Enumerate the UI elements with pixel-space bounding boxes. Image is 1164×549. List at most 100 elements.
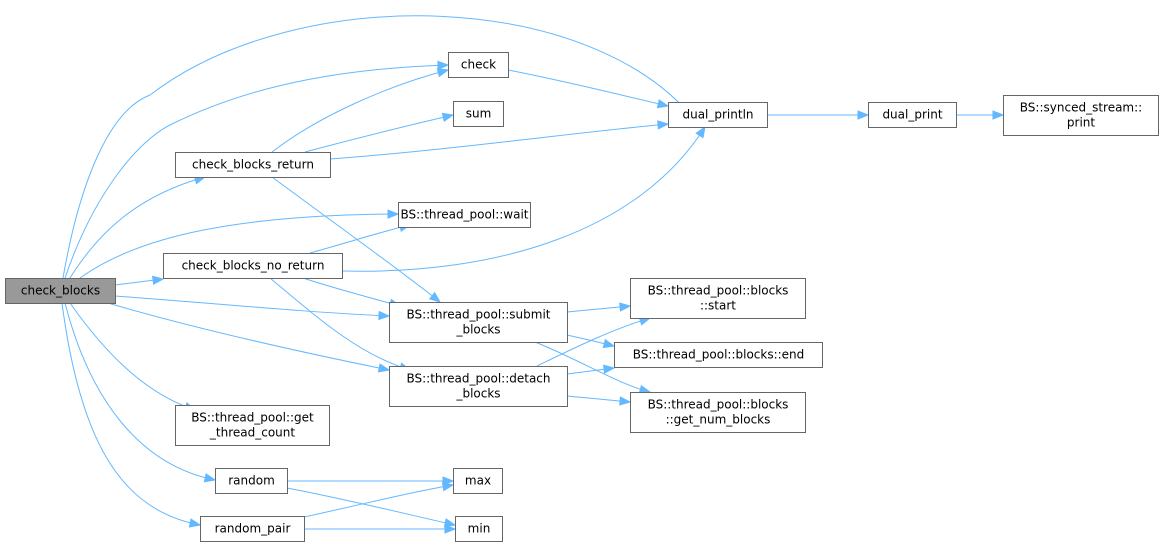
node-blocks-end[interactable]: BS::thread_pool::blocks::end bbox=[614, 342, 823, 368]
edge-check_blocks-to-random bbox=[64, 302, 217, 483]
node-sum[interactable]: sum bbox=[453, 101, 504, 127]
node-label: check_blocks bbox=[21, 284, 100, 298]
arrowhead-icon bbox=[441, 482, 455, 492]
node-box bbox=[630, 392, 806, 433]
node-label: random_pair bbox=[215, 522, 291, 536]
edge-random-to-min bbox=[286, 487, 457, 528]
arrowhead-icon bbox=[695, 125, 706, 139]
edge-line bbox=[64, 64, 449, 279]
edge-line bbox=[303, 484, 454, 518]
node-label: _blocks bbox=[455, 323, 500, 337]
arrowhead-icon bbox=[619, 302, 632, 312]
edge-line bbox=[286, 487, 456, 526]
node-check-blocks-return[interactable]: check_blocks_return bbox=[175, 152, 331, 178]
node-dual-print[interactable]: dual_print bbox=[868, 102, 957, 128]
arrowhead-icon bbox=[378, 310, 391, 321]
edge-check_blocks-to-submit_blocks bbox=[114, 295, 391, 321]
edge-dual_println-to-dual_print bbox=[767, 110, 870, 120]
edge-random_pair-to-min bbox=[304, 524, 457, 534]
node-label: random bbox=[228, 474, 275, 488]
node-label: _blocks bbox=[455, 387, 500, 401]
node-get-num-blocks[interactable]: BS::thread_pool::blocks::get_num_blocks bbox=[630, 392, 806, 433]
node-check[interactable]: check bbox=[448, 52, 509, 78]
node-box bbox=[455, 516, 503, 542]
node-box bbox=[215, 468, 288, 494]
edge-submit_blocks-to-blocks_start bbox=[566, 302, 632, 313]
edge-line bbox=[271, 176, 441, 303]
node-dual-println[interactable]: dual_println bbox=[668, 102, 768, 128]
node-random[interactable]: random bbox=[215, 468, 288, 494]
node-label: dual_print bbox=[882, 108, 942, 122]
edge-line bbox=[304, 114, 454, 153]
arrowhead-icon bbox=[602, 338, 616, 349]
edge-line bbox=[61, 302, 201, 526]
node-label: BS::thread_pool::detach bbox=[406, 372, 550, 386]
arrowhead-icon bbox=[619, 396, 632, 406]
node-check-blocks[interactable]: check_blocks bbox=[5, 278, 116, 304]
edge-detach_blocks-to-blocks_end bbox=[566, 364, 616, 375]
node-blocks-start[interactable]: BS::thread_pool::blocks::start bbox=[630, 278, 806, 319]
arrowhead-icon bbox=[603, 364, 616, 374]
node-label: check bbox=[461, 58, 496, 72]
node-check-blocks-no-return[interactable]: check_blocks_no_return bbox=[163, 253, 343, 279]
edge-check_blocks-to-dual_println bbox=[62, 15, 701, 279]
edge-line bbox=[536, 317, 651, 367]
arrowhead-icon bbox=[203, 473, 217, 483]
arrowhead-icon bbox=[437, 60, 450, 71]
node-box bbox=[5, 278, 116, 304]
node-box bbox=[668, 102, 768, 128]
node-label: BS::thread_pool::blocks bbox=[648, 284, 789, 298]
node-min[interactable]: min bbox=[455, 516, 503, 542]
node-label: BS::thread_pool::wait bbox=[401, 208, 529, 222]
edge-line bbox=[107, 302, 390, 371]
edge-line bbox=[271, 69, 449, 153]
arrowhead-icon bbox=[428, 291, 442, 303]
edge-check_blocks_no_return-to-submit_blocks bbox=[302, 277, 402, 308]
node-label: max bbox=[465, 474, 491, 488]
node-label: BS::thread_pool::blocks::end bbox=[633, 348, 805, 362]
node-box bbox=[398, 202, 531, 228]
node-box bbox=[389, 302, 568, 343]
node-box bbox=[614, 342, 823, 368]
edge-random-to-max bbox=[287, 476, 455, 486]
edge-check_blocks-to-detach_blocks bbox=[107, 302, 391, 373]
node-submit-blocks[interactable]: BS::thread_pool::submit_blocks bbox=[389, 302, 568, 343]
node-label: BS::thread_pool::get bbox=[191, 411, 314, 425]
node-box bbox=[163, 253, 343, 279]
node-box bbox=[175, 152, 331, 178]
arrowhead-icon bbox=[443, 518, 457, 528]
edge-line bbox=[64, 302, 216, 481]
edge-check_blocks_no_return-to-dual_println bbox=[341, 125, 706, 272]
edge-line bbox=[329, 123, 669, 160]
node-synced-print[interactable]: BS::synced_stream::print bbox=[1003, 95, 1159, 136]
arrowhead-icon bbox=[152, 275, 165, 285]
node-label: BS::thread_pool::blocks bbox=[648, 398, 789, 412]
node-random-pair[interactable]: random_pair bbox=[200, 516, 305, 542]
edge-line bbox=[69, 176, 206, 279]
arrowhead-icon bbox=[436, 68, 450, 78]
arrowhead-icon bbox=[657, 120, 670, 130]
node-detach-blocks[interactable]: BS::thread_pool::detach_blocks bbox=[389, 366, 568, 407]
node-box bbox=[200, 516, 305, 542]
arrowhead-icon bbox=[188, 518, 202, 528]
edge-check_blocks_return-to-sum bbox=[304, 112, 455, 153]
edge-line bbox=[507, 69, 669, 107]
edge-detach_blocks-to-get_num_blocks bbox=[566, 395, 632, 406]
edge-submit_blocks-to-blocks_end bbox=[566, 334, 616, 349]
node-wait[interactable]: BS::thread_pool::wait bbox=[398, 202, 531, 228]
edge-check_blocks-to-check bbox=[64, 60, 450, 279]
node-label: BS::thread_pool::submit bbox=[407, 308, 551, 322]
arrowhead-icon bbox=[441, 112, 455, 123]
edge-check_blocks-to-wait bbox=[79, 209, 400, 279]
node-get-thread-count[interactable]: BS::thread_pool::get_thread_count bbox=[175, 405, 330, 446]
edge-line bbox=[79, 213, 399, 279]
node-label: BS::synced_stream:: bbox=[1020, 101, 1142, 115]
node-box bbox=[453, 101, 504, 127]
edge-line bbox=[302, 277, 401, 307]
edge-check_blocks_return-to-dual_println bbox=[329, 120, 670, 160]
edge-check_blocks_no_return-to-wait bbox=[309, 222, 412, 254]
node-max[interactable]: max bbox=[453, 468, 503, 494]
edge-line bbox=[69, 302, 196, 411]
edge-random_pair-to-max bbox=[303, 482, 455, 518]
